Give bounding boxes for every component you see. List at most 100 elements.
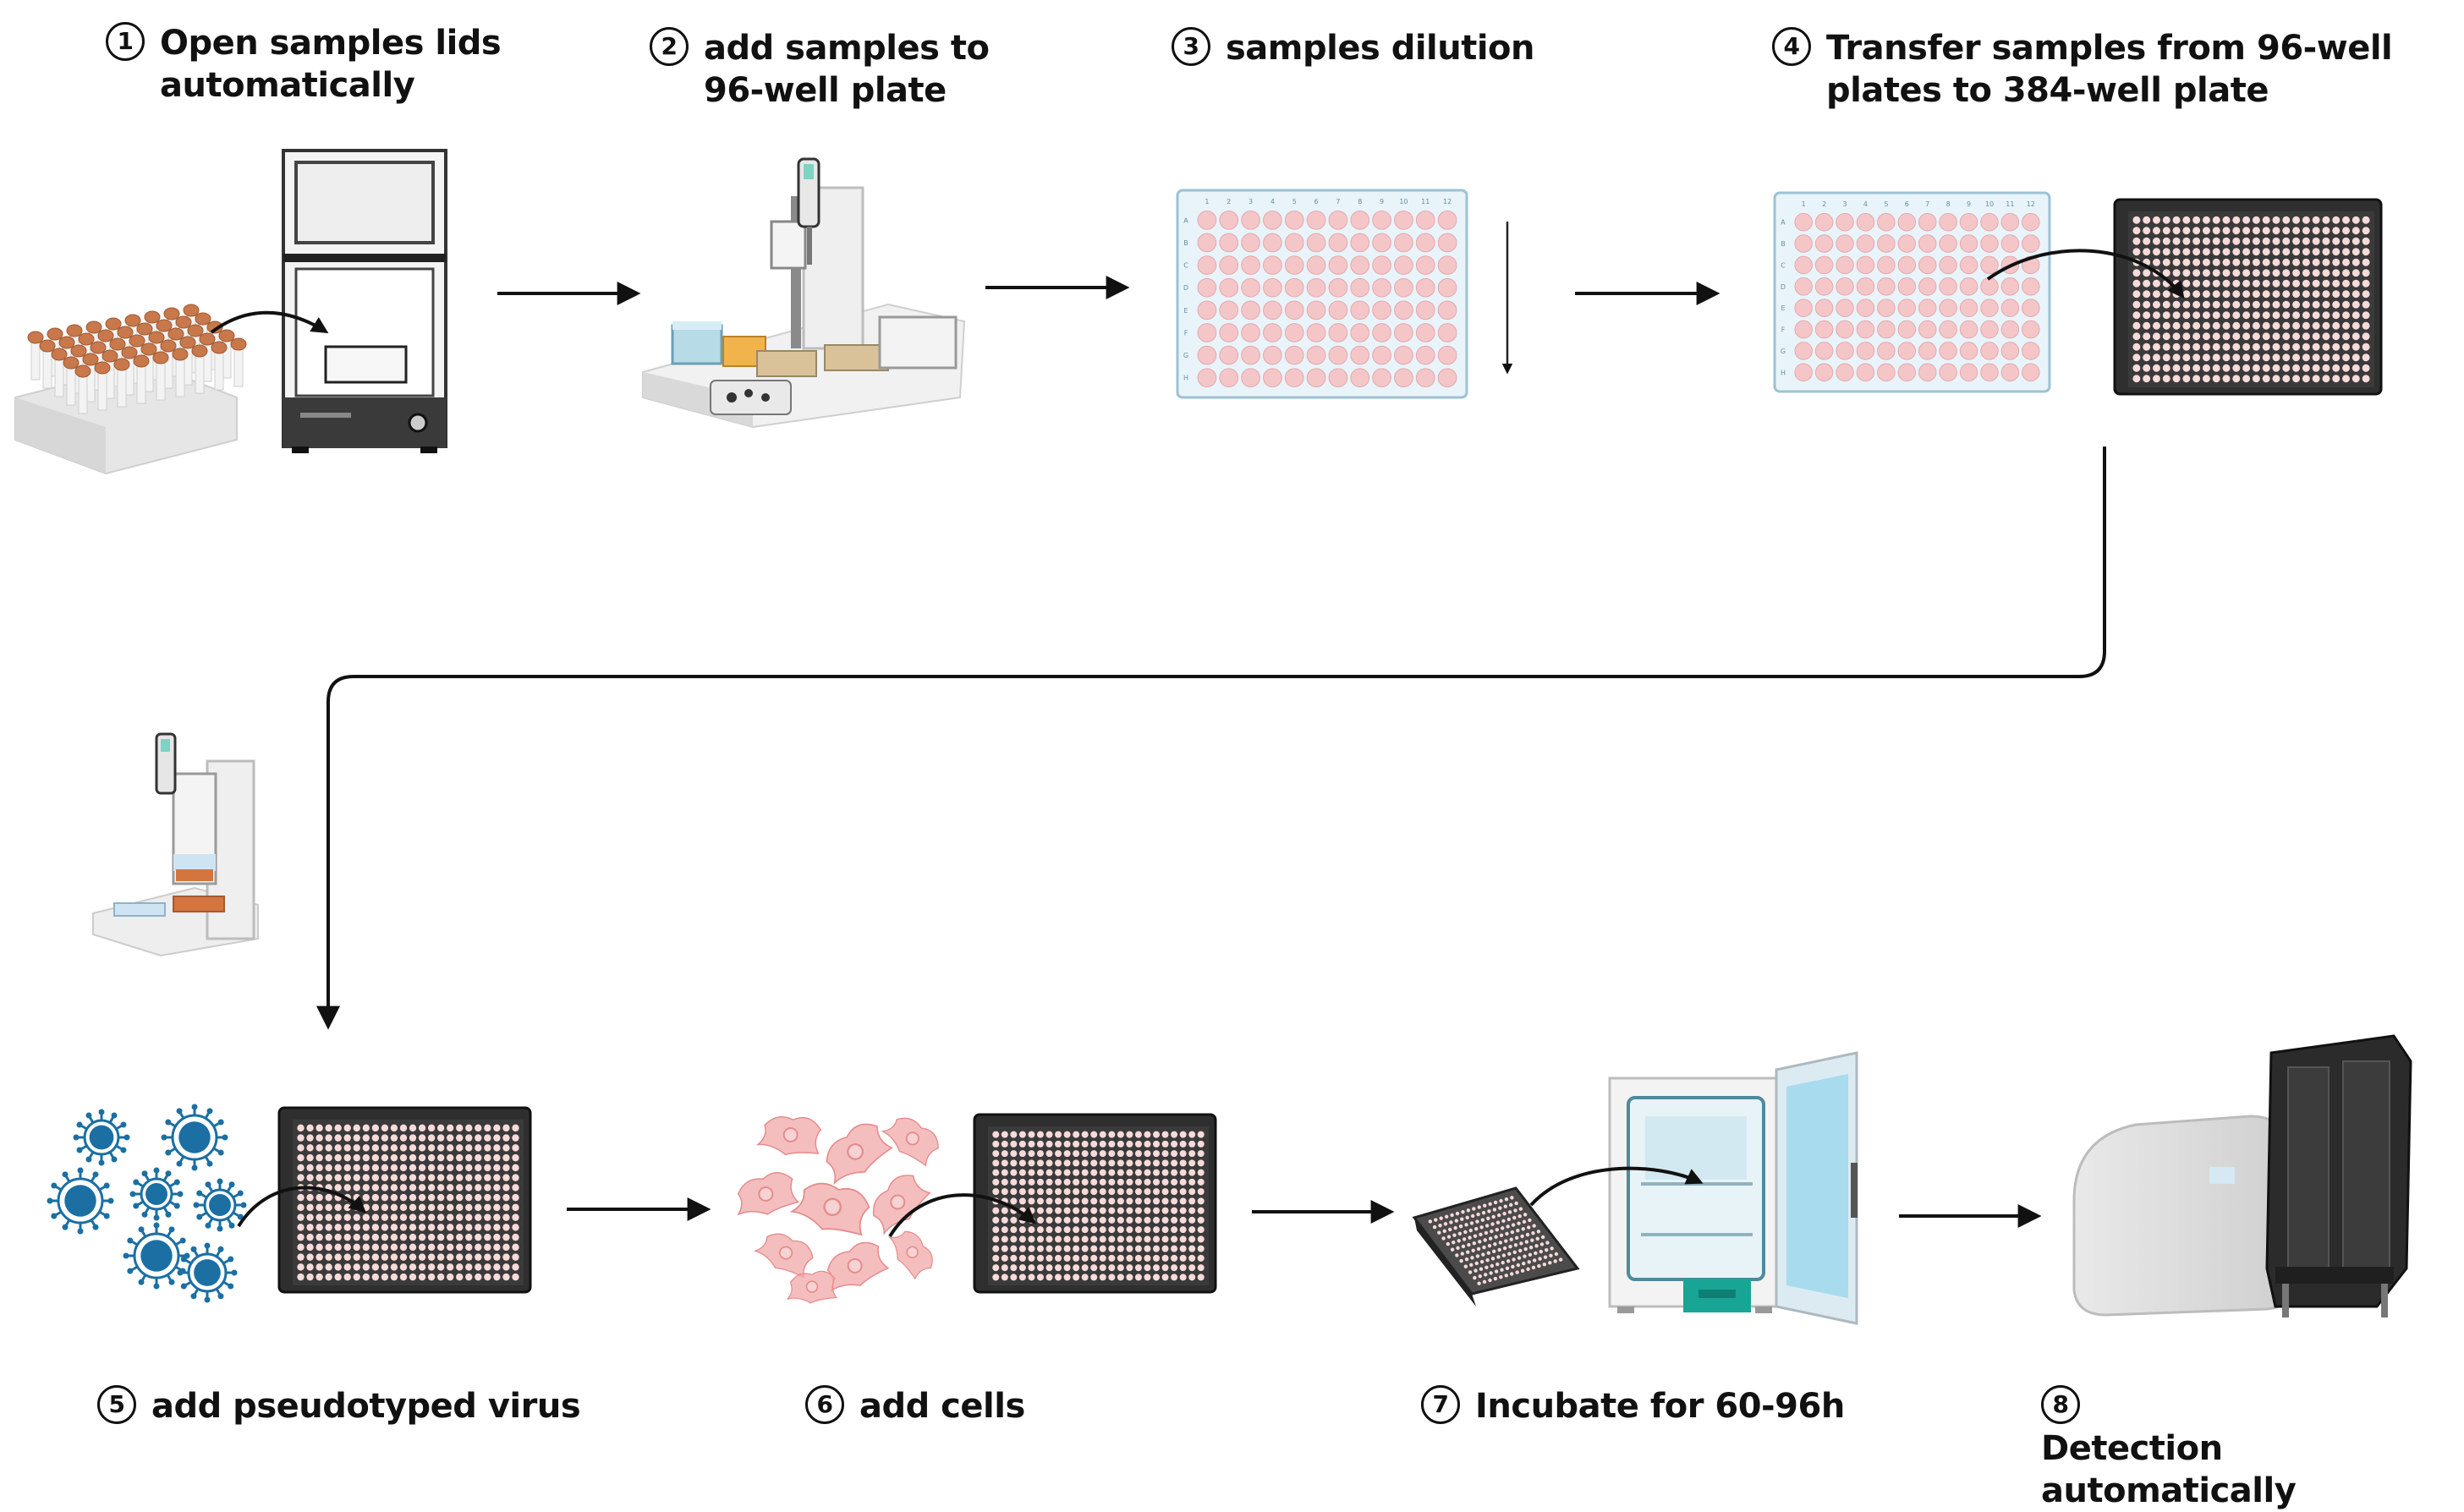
plate-well (502, 1134, 510, 1142)
plate-well (297, 1263, 305, 1271)
plate-well (2322, 258, 2330, 266)
plate-well (1814, 277, 1834, 296)
plate-well (1117, 1254, 1124, 1262)
plate-well (1553, 1259, 1557, 1263)
plate-well (1478, 1240, 1482, 1244)
plate-well (343, 1233, 351, 1241)
plate-well (334, 1184, 342, 1192)
plate-well (2262, 375, 2270, 383)
plate-well (2212, 216, 2220, 224)
plate-well (2192, 227, 2201, 235)
plate-well (1028, 1235, 1035, 1243)
plate-well (316, 1273, 323, 1281)
plate-well (1073, 1245, 1080, 1252)
plate-well (2362, 375, 2370, 383)
plate-well (427, 1134, 436, 1142)
plate-well (2242, 300, 2251, 309)
plate-well (2132, 364, 2141, 372)
plate-well (343, 1273, 351, 1281)
plate-well (2262, 258, 2270, 266)
plate-well (484, 1184, 491, 1192)
plate-well (409, 1153, 417, 1162)
plate-well (1516, 1263, 1521, 1268)
plate-well (1126, 1197, 1133, 1205)
plate-well (1117, 1178, 1124, 1186)
plate-well (1001, 1131, 1008, 1138)
plate-well (2342, 279, 2351, 288)
plate-well (1179, 1207, 1187, 1214)
plate-well (1241, 277, 1260, 298)
plate-well (1161, 1264, 1169, 1272)
plate-well (1394, 233, 1413, 253)
plate-well (1488, 1278, 1492, 1283)
plate-well (2132, 237, 2141, 245)
plate-well (1197, 1188, 1205, 1196)
plate-well (1073, 1150, 1080, 1158)
plate-well (502, 1203, 510, 1212)
plate-well (362, 1243, 370, 1252)
plate-well (1219, 300, 1239, 320)
plate-well (1464, 1223, 1468, 1227)
plate-well (1877, 299, 1896, 317)
plate-well (502, 1233, 510, 1241)
plate-well (1432, 1224, 1437, 1230)
plate-well (1028, 1254, 1035, 1262)
plate-well (2132, 332, 2141, 341)
plate-well (475, 1263, 482, 1271)
plate-well (1504, 1239, 1508, 1243)
plate-well (1509, 1202, 1513, 1208)
plate-well (418, 1144, 426, 1152)
plate-well (325, 1153, 332, 1162)
plate-well (1505, 1231, 1509, 1236)
plate-well (475, 1273, 482, 1281)
plate-well (1284, 345, 1304, 365)
plate-well (381, 1253, 389, 1261)
plate-well (297, 1134, 305, 1142)
plate-well (1457, 1239, 1461, 1243)
plate-well (1814, 212, 1834, 232)
step-number-badge: 7 (1421, 1385, 1460, 1424)
plate-well (1484, 1265, 1489, 1269)
plate-well (1499, 1233, 1504, 1238)
plate-well (1179, 1226, 1187, 1234)
plate-well (2282, 375, 2291, 383)
virus-particle (47, 1167, 114, 1235)
plate-well (2322, 290, 2330, 299)
plate-well (2282, 311, 2291, 320)
tube-cap (211, 341, 228, 354)
plate-well (1036, 1245, 1044, 1252)
plate-well (371, 1233, 380, 1241)
plate-well (1496, 1213, 1501, 1218)
plate-well (446, 1153, 454, 1162)
plate-well (2352, 269, 2360, 277)
plate-well (399, 1124, 408, 1132)
plate-well (1415, 300, 1435, 320)
plate-well (2212, 353, 2220, 362)
cell (888, 1230, 933, 1280)
plate-well (493, 1253, 501, 1261)
plate-384-tilted (1412, 1186, 1580, 1307)
plate-well (353, 1243, 360, 1252)
plate-well (1415, 345, 1435, 365)
plate-well (456, 1253, 464, 1261)
plate-well (2342, 342, 2351, 351)
plate-well (1460, 1252, 1464, 1256)
incubator (1608, 1051, 1858, 1325)
plate-well (1197, 345, 1217, 365)
plate-well (2332, 342, 2341, 351)
plate-well (1144, 1197, 1151, 1205)
plate-well (409, 1174, 417, 1181)
plate-well (446, 1174, 454, 1181)
plate-well (427, 1164, 436, 1172)
plate-well (1836, 255, 1854, 275)
cells-illustration (737, 1115, 939, 1304)
plate-well (353, 1184, 360, 1192)
plate-well (1045, 1159, 1053, 1167)
plate-well (2182, 342, 2191, 351)
plate-well (2272, 321, 2280, 330)
plate-well (1284, 368, 1304, 388)
plate-well (1153, 1207, 1161, 1214)
plate-well (2192, 375, 2201, 383)
plate-well (2222, 290, 2231, 299)
plate-well (2222, 258, 2231, 266)
